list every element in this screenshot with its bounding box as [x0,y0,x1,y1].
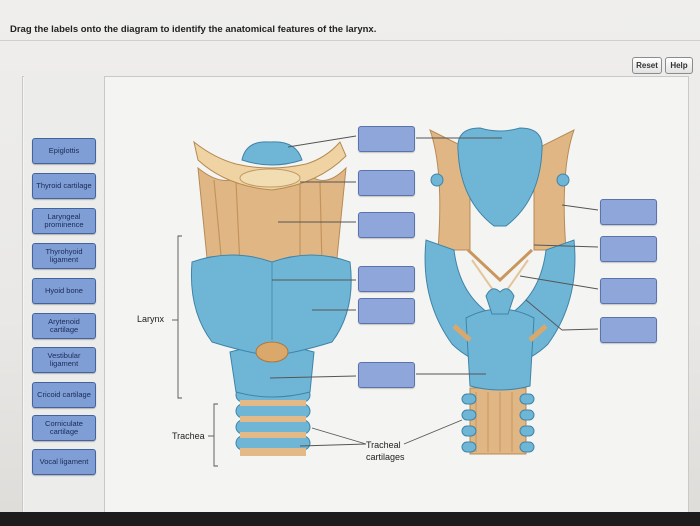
drop-target-2[interactable] [358,170,415,196]
drop-target-10[interactable] [600,317,657,343]
anterior-larynx-illustration [191,142,351,456]
tracheal-rings-left [236,388,310,456]
posterior-larynx-illustration [425,128,575,454]
tracheal-cartilages-label: Tracheal cartilages [366,439,410,463]
drop-target-6[interactable] [358,362,415,388]
larynx-label: Larynx [137,314,164,324]
drop-target-9[interactable] [600,278,657,304]
drop-target-8[interactable] [600,236,657,262]
drop-target-5[interactable] [358,298,415,324]
trachea-label: Trachea [172,431,205,441]
drop-target-1[interactable] [358,126,415,152]
bottom-bezel [0,512,700,526]
drop-target-7[interactable] [600,199,657,225]
drop-target-4[interactable] [358,266,415,292]
drop-target-3[interactable] [358,212,415,238]
